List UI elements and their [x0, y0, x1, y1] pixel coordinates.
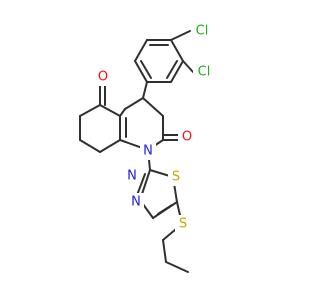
thioether-sulfur-label: S	[179, 217, 187, 232]
thiadiazole-nitrogen-label: N	[127, 169, 137, 184]
propylthio-chain	[162, 201, 189, 273]
molecule-structure: Cl Cl O O N N N S S	[79, 23, 211, 273]
lactam-oxygen-label: O	[182, 130, 192, 145]
chlorine-atom-label: Cl	[198, 65, 211, 80]
ring-nitrogen-label: N	[143, 144, 153, 159]
bicyclic-core	[79, 81, 179, 171]
bond-ring-cl2	[182, 60, 194, 73]
thiadiazole-sulfur-label: S	[172, 170, 180, 185]
thiadiazole-nitrogen-label: N	[131, 195, 141, 210]
chlorine-atom-label: Cl	[196, 24, 209, 39]
bond-ring-cl1	[170, 30, 191, 41]
ketone-oxygen-label: O	[98, 70, 108, 85]
dichlorophenyl-ring	[134, 39, 184, 83]
